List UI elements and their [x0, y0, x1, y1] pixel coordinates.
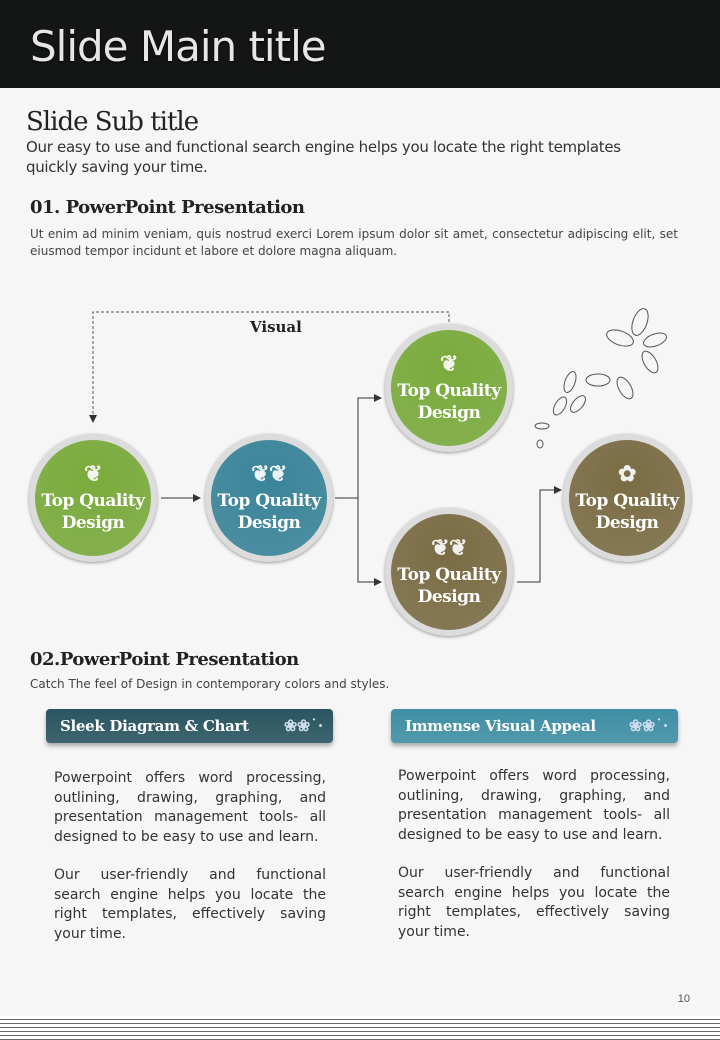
paragraph: Our user-friendly and functional search … [398, 865, 670, 940]
leaves-icon: ✿ [618, 461, 636, 487]
button-label: Sleek Diagram & Chart [60, 717, 249, 735]
node-label: Top Quality [41, 491, 145, 511]
node-label: Top Quality [397, 381, 501, 401]
node-label: Top Quality [397, 565, 501, 585]
header-bar: Slide Main title [0, 0, 720, 88]
section1-text: Ut enim ad minim veniam, quis nostrud ex… [30, 227, 678, 258]
paragraph: Powerpoint offers word processing, outli… [54, 770, 326, 845]
sleek-diagram-button[interactable]: Sleek Diagram & Chart ❀❀˙· [46, 709, 333, 743]
loop-arrow [89, 311, 450, 423]
arrow-2-3 [335, 394, 382, 499]
button-label: Immense Visual Appeal [405, 717, 596, 735]
column-1-text: Powerpoint offers word processing, outli… [54, 769, 326, 944]
leaves-icon: ❦❦ [251, 461, 287, 487]
diagram-connectors [89, 308, 667, 586]
node-label: Design [417, 587, 481, 607]
slide-main-title: Slide Main title [30, 22, 327, 71]
arrow-2-4 [357, 498, 382, 586]
node-label: Top Quality [217, 491, 321, 511]
footer-lines [0, 1016, 720, 1040]
leaf-icon: ❦ [84, 461, 102, 487]
immense-visual-button[interactable]: Immense Visual Appeal ❀❀˙· [391, 709, 678, 743]
node-label: Design [595, 513, 659, 533]
leaves-icon: ❀❀˙· [628, 716, 668, 735]
arrow-4-5 [517, 486, 562, 583]
paragraph: Our user-friendly and functional search … [54, 867, 326, 942]
leaf-icon: ❦ [440, 351, 458, 377]
node-label: Design [237, 513, 301, 533]
node-label: Design [61, 513, 125, 533]
column-2-text: Powerpoint offers word processing, outli… [398, 767, 670, 942]
node-label: Top Quality [575, 491, 679, 511]
slide-subtitle: Slide Sub title [26, 107, 199, 137]
subtitle-description: Our easy to use and functional search en… [26, 138, 621, 176]
leaves-icon: ❦❦ [431, 535, 467, 561]
node-label: Design [417, 403, 481, 423]
paragraph: Powerpoint offers word processing, outli… [398, 768, 670, 843]
section2-title: 02.PowerPoint Presentation [30, 649, 299, 670]
decorative-leaves-icon [534, 308, 667, 449]
loop-label: Visual [250, 318, 302, 336]
section2-text: Catch The feel of Design in contemporary… [30, 677, 390, 691]
leaves-icon: ❀❀˙· [283, 716, 323, 735]
page-number: 10 [677, 993, 690, 1005]
section1-title: 01. PowerPoint Presentation [30, 197, 305, 218]
